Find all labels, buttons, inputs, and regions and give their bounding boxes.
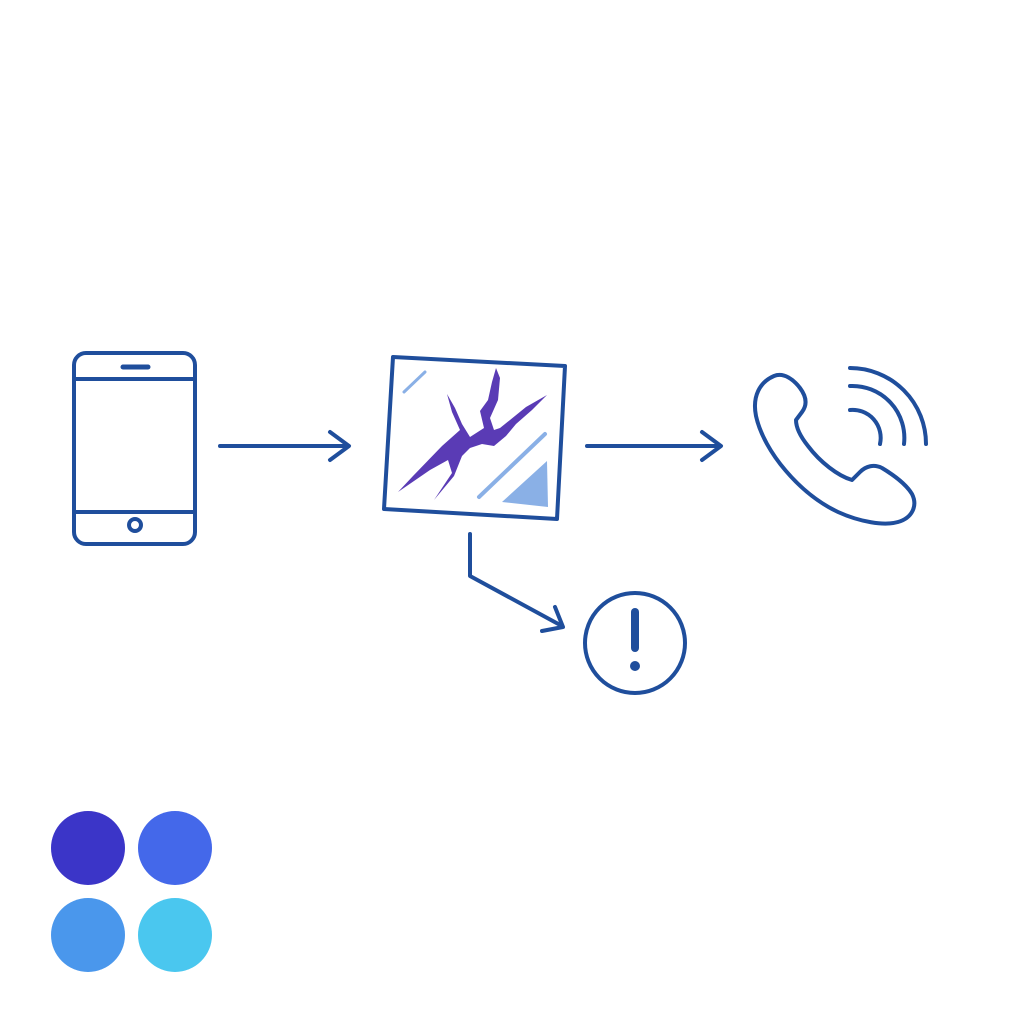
palette-swatch-2 <box>138 811 212 885</box>
exclamation-circle-icon <box>583 591 687 695</box>
smartphone-icon <box>72 351 197 546</box>
palette-swatch-4 <box>138 898 212 972</box>
phone-call-icon <box>753 366 928 526</box>
arrow-phone-to-screen <box>218 430 351 462</box>
palette-swatch-3 <box>51 898 125 972</box>
cracked-screen-icon <box>382 355 567 521</box>
palette-swatch-1 <box>51 811 125 885</box>
arrow-screen-to-call <box>585 430 723 462</box>
arrow-screen-to-alert <box>468 532 565 633</box>
